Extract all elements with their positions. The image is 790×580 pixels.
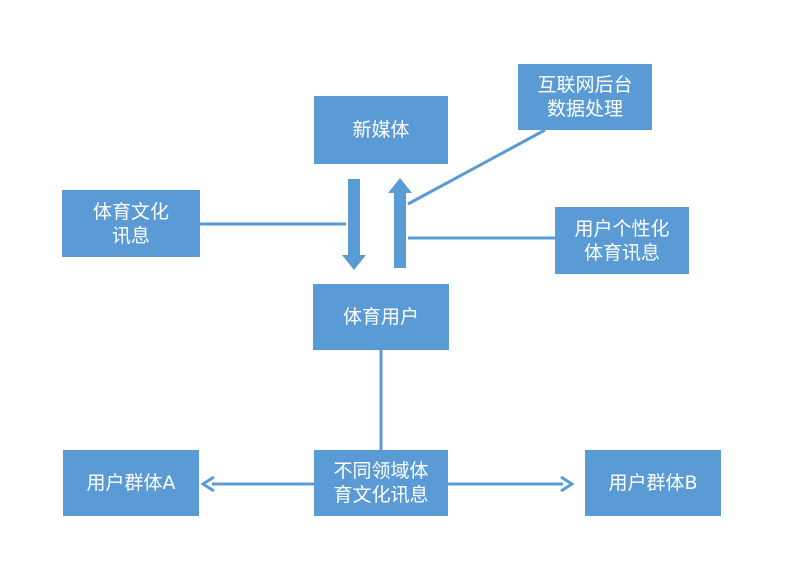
- down-arrow: [342, 179, 366, 270]
- node-new-media: 新媒体: [314, 96, 448, 164]
- node-internet-backend-data-processing: 互联网后台 数据处理: [518, 64, 652, 130]
- node-personalized-sports-info: 用户个性化 体育讯息: [555, 207, 689, 274]
- node-sports-users: 体育用户: [313, 284, 449, 350]
- node-user-group-a: 用户群体A: [63, 450, 199, 516]
- up-arrow: [388, 178, 412, 268]
- connector-to-internet-backend: [407, 128, 546, 206]
- arrowhead-group-b: [560, 475, 575, 493]
- node-user-group-b: 用户群体B: [585, 450, 721, 516]
- arrowhead-group-a: [200, 475, 215, 493]
- node-sports-culture-info: 体育文化 讯息: [62, 190, 200, 257]
- node-diverse-sports-culture-info: 不同领域体 育文化讯息: [314, 450, 448, 516]
